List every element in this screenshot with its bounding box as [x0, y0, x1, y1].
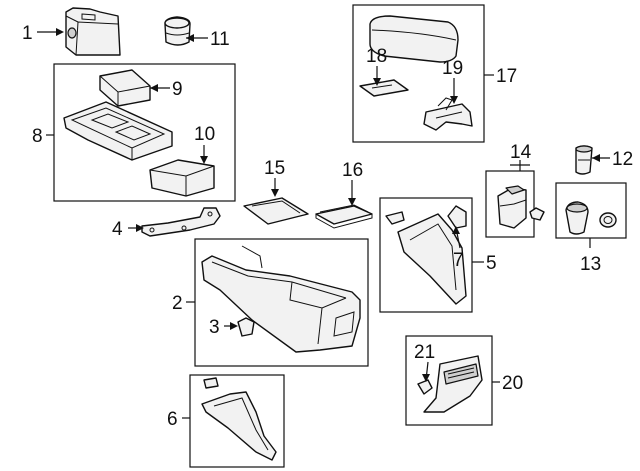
callout-10: 10: [194, 124, 215, 145]
box-group-6: [189, 374, 285, 468]
callout-17: 17: [496, 66, 517, 87]
arrowhead-4: [136, 224, 144, 232]
box-group-8: [53, 63, 236, 202]
callout-1: 1: [22, 23, 33, 44]
arrowhead-18: [373, 78, 381, 86]
callout-11: 11: [210, 29, 230, 50]
arrowhead-9: [150, 84, 158, 92]
box-group-14: [485, 170, 535, 238]
callout-19: 19: [442, 58, 463, 79]
box-group-13: [555, 182, 627, 239]
part-18-plate: [359, 79, 409, 97]
part-5-side-panel: [385, 211, 467, 305]
callout-13: 13: [580, 254, 601, 275]
callout-14: 14: [510, 142, 532, 163]
part-8-tray-panel: [63, 101, 173, 161]
part-11-cup-insert: [164, 16, 191, 46]
part-19-hinge: [423, 97, 473, 131]
callout-15: 15: [264, 158, 285, 179]
part-16-tray: [315, 204, 373, 229]
box-group-17: [352, 4, 485, 143]
callout-4: 4: [112, 219, 123, 240]
callout-9: 9: [172, 79, 183, 100]
part-2-console-body: [201, 245, 361, 353]
arrowhead-1: [56, 28, 64, 36]
arrowhead-19: [450, 96, 458, 104]
arrowhead-7: [452, 226, 460, 234]
callout-5: 5: [486, 253, 497, 274]
box-group-20: [405, 335, 493, 426]
callout-12: 12: [612, 149, 633, 170]
arrowhead-16: [348, 198, 356, 206]
part-6-lower-panel: [201, 377, 277, 461]
callout-16: 16: [342, 160, 363, 181]
part-15-mat: [243, 197, 309, 225]
part-21-clip: [417, 379, 433, 395]
callout-21: 21: [414, 342, 435, 363]
box-group-5: [379, 197, 473, 313]
arrowhead-21: [422, 374, 430, 382]
part-14-socket: [497, 185, 545, 229]
part-10-small-box: [149, 159, 215, 197]
part-17-armrest: [369, 15, 459, 63]
arrowhead-12: [592, 154, 600, 162]
part-13-socket-ring: [565, 201, 617, 235]
part-9-lid: [99, 69, 151, 107]
callout-7: 7: [453, 250, 464, 271]
callout-6: 6: [167, 409, 178, 430]
part-12-lighter: [575, 145, 593, 175]
part-7-clip: [447, 205, 467, 229]
callout-3: 3: [209, 317, 220, 338]
part-20-vent-panel: [423, 355, 483, 413]
arrowhead-11: [186, 34, 194, 42]
part-3-clip: [237, 317, 255, 337]
callout-8: 8: [32, 126, 43, 147]
callout-18: 18: [366, 46, 387, 67]
part-1-switch-block: [65, 7, 121, 56]
arrowhead-3: [230, 322, 238, 330]
part-4-bracket: [141, 207, 221, 237]
arrowhead-10: [200, 156, 208, 164]
callout-20: 20: [502, 373, 523, 394]
callout-2: 2: [172, 293, 183, 314]
arrowhead-15: [271, 189, 279, 197]
